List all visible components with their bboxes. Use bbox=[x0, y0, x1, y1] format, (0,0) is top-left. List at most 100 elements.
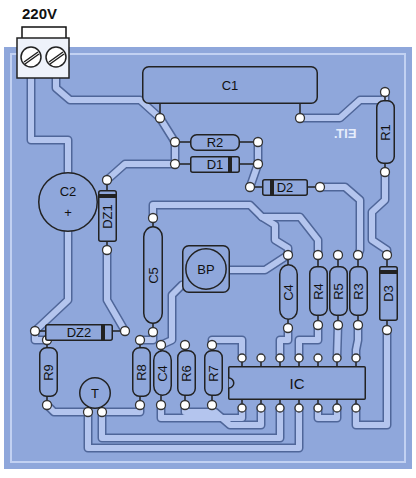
label-group: DZ2 bbox=[67, 326, 92, 339]
pcb-element bbox=[208, 401, 217, 410]
label-group: C2+ bbox=[60, 185, 77, 219]
transistor-body: T bbox=[79, 377, 111, 409]
board-edge bbox=[11, 54, 405, 462]
resistor-body: R6 bbox=[177, 350, 196, 396]
outline-shape bbox=[99, 191, 117, 242]
label-group: D1 bbox=[207, 158, 224, 171]
outline-shape bbox=[229, 367, 366, 400]
zener-diode-body: DZ1 bbox=[98, 190, 117, 242]
pcb-element bbox=[171, 160, 180, 169]
component-label: DZ2 bbox=[67, 326, 92, 339]
pcb-element bbox=[238, 354, 246, 362]
pcb-element bbox=[171, 138, 180, 147]
outline-shape bbox=[144, 227, 163, 324]
pcb-element bbox=[257, 354, 265, 362]
trace-outline bbox=[31, 67, 387, 448]
component-label: R3 bbox=[352, 283, 365, 300]
label-group: C1 bbox=[222, 79, 239, 92]
resistor-body: R3 bbox=[349, 266, 368, 316]
pcb-board bbox=[4, 47, 412, 469]
component-label: R9 bbox=[42, 364, 55, 381]
capacitor-body: C1 bbox=[142, 66, 318, 104]
label-group: C4 bbox=[282, 284, 295, 301]
cathode-band bbox=[270, 180, 274, 195]
supply-voltage: 220V bbox=[22, 6, 57, 21]
label-group: R5 bbox=[332, 283, 345, 300]
component-label: C1 bbox=[222, 79, 239, 92]
pcb-element bbox=[181, 401, 190, 410]
pcb-element bbox=[254, 160, 263, 169]
outline-shape bbox=[376, 101, 394, 164]
ic-body: IC bbox=[228, 366, 366, 400]
component-leads bbox=[35, 92, 387, 412]
pcb-element bbox=[333, 354, 341, 362]
silkscreen-mark: EIT. bbox=[334, 127, 356, 140]
pcb-element bbox=[43, 401, 52, 410]
label-group: R2 bbox=[207, 136, 224, 149]
component-label: T bbox=[91, 387, 99, 400]
component-label: IC bbox=[290, 376, 305, 391]
pcb-element bbox=[314, 251, 323, 260]
cathode-band bbox=[228, 157, 232, 172]
component-label: C4 bbox=[156, 365, 169, 382]
copper-trace bbox=[31, 67, 387, 448]
pcb-element bbox=[333, 404, 341, 412]
component-label: R5 bbox=[332, 283, 345, 300]
outline-shape bbox=[349, 267, 367, 316]
component-label: R1 bbox=[379, 124, 392, 141]
label-group: C5 bbox=[147, 267, 160, 284]
pcb-element bbox=[354, 321, 363, 330]
zener-diode-body: DZ2 bbox=[45, 324, 113, 341]
component-label: C4 bbox=[282, 284, 295, 301]
outline-shape bbox=[309, 267, 327, 316]
pcb-element bbox=[334, 321, 343, 330]
outline-shape bbox=[280, 265, 298, 320]
label-group: R3 bbox=[352, 283, 365, 300]
terminal-body bbox=[17, 38, 69, 78]
component-label: DZ1 bbox=[101, 204, 114, 229]
pin1-notch bbox=[229, 378, 234, 388]
pcb-element bbox=[381, 88, 390, 97]
pcb-element bbox=[295, 354, 303, 362]
outline-shape bbox=[80, 378, 111, 409]
label-group: T bbox=[91, 387, 99, 400]
pcb-element bbox=[352, 404, 360, 412]
pcb-element bbox=[103, 176, 112, 185]
label-group: R4 bbox=[312, 283, 325, 300]
pcb-element bbox=[276, 404, 284, 412]
pcb-element bbox=[181, 341, 190, 350]
label-group: C4 bbox=[156, 365, 169, 382]
electrolytic-capacitor: C2+ bbox=[38, 172, 98, 232]
supply-bracket bbox=[22, 27, 66, 38]
outline-shape bbox=[132, 348, 150, 397]
outline-shape bbox=[191, 135, 240, 151]
solder-pads bbox=[31, 88, 392, 417]
outline-shape bbox=[177, 351, 195, 396]
pcb-element bbox=[157, 341, 166, 350]
screw-slot bbox=[24, 52, 64, 64]
pcb-element bbox=[381, 168, 390, 177]
diode-body: D3 bbox=[379, 266, 398, 321]
pcb-element bbox=[149, 328, 158, 337]
resistor-body: R1 bbox=[376, 100, 395, 164]
outline-shape bbox=[39, 173, 98, 232]
resistor-body: R2 bbox=[190, 134, 240, 151]
component-label: D3 bbox=[382, 285, 395, 302]
pcb-element bbox=[296, 114, 305, 123]
terminal-block bbox=[17, 38, 69, 78]
resistor-body: R4 bbox=[309, 266, 328, 316]
component-label: R4 bbox=[312, 283, 325, 300]
pcb-element bbox=[35, 92, 387, 412]
buzzer-disc bbox=[186, 249, 226, 289]
outline-shape bbox=[46, 324, 113, 340]
label-group: IC bbox=[290, 376, 305, 391]
pcb-element bbox=[295, 404, 303, 412]
pcb-element bbox=[383, 326, 392, 335]
pcb-element bbox=[314, 404, 322, 412]
outline-shape bbox=[329, 267, 347, 316]
pcb-element bbox=[352, 354, 360, 362]
cathode-band bbox=[380, 270, 397, 274]
pcb-element bbox=[208, 341, 217, 350]
